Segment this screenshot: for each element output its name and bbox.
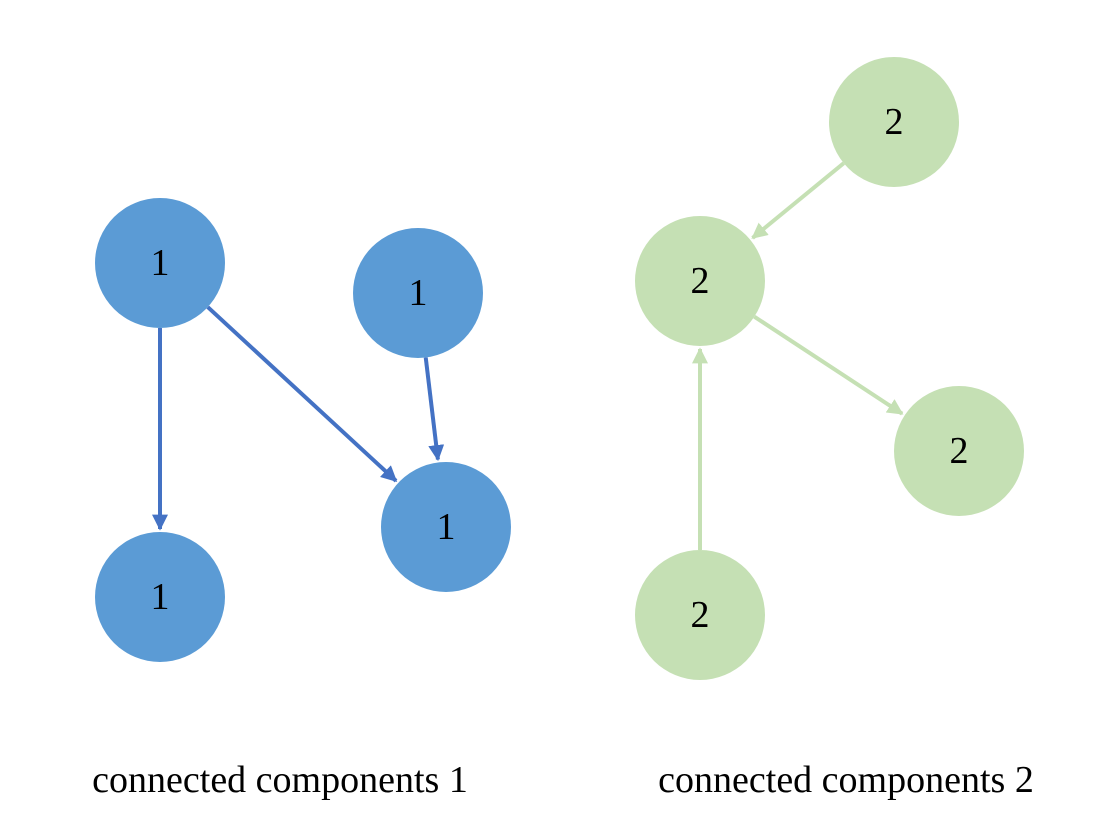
node-label: 1 — [151, 242, 170, 284]
node-c2-4: 2 — [635, 550, 765, 680]
node-label: 1 — [437, 506, 456, 548]
node-c1-1: 1 — [95, 198, 225, 328]
node-circle — [381, 462, 511, 592]
caption-component-2: connected components 2 — [658, 759, 1034, 801]
node-c2-2: 2 — [635, 216, 765, 346]
edge-arrow-c1-3 — [423, 357, 445, 462]
node-circle — [353, 228, 483, 358]
node-label: 2 — [691, 594, 710, 636]
edges-layer — [152, 161, 904, 550]
nodes-layer: 1 1 1 1 2 2 2 2 — [95, 57, 1024, 680]
node-c2-3: 2 — [894, 386, 1024, 516]
caption-component-1: connected components 1 — [92, 759, 468, 801]
edge-arrow-c2-2 — [753, 314, 904, 416]
edge-arrow-c2-1 — [751, 161, 845, 240]
node-circle — [829, 57, 959, 187]
node-circle — [95, 532, 225, 662]
node-circle — [635, 216, 765, 346]
node-label: 1 — [151, 576, 170, 618]
node-circle — [894, 386, 1024, 516]
node-label: 2 — [691, 260, 710, 302]
edge-arrow-c1-2 — [206, 305, 398, 483]
node-circle — [95, 198, 225, 328]
node-circle — [635, 550, 765, 680]
node-label: 2 — [950, 430, 969, 472]
node-label: 2 — [885, 101, 904, 143]
node-c1-4: 1 — [381, 462, 511, 592]
node-c1-3: 1 — [95, 532, 225, 662]
node-label: 1 — [409, 272, 428, 314]
node-c1-2: 1 — [353, 228, 483, 358]
node-c2-1: 2 — [829, 57, 959, 187]
